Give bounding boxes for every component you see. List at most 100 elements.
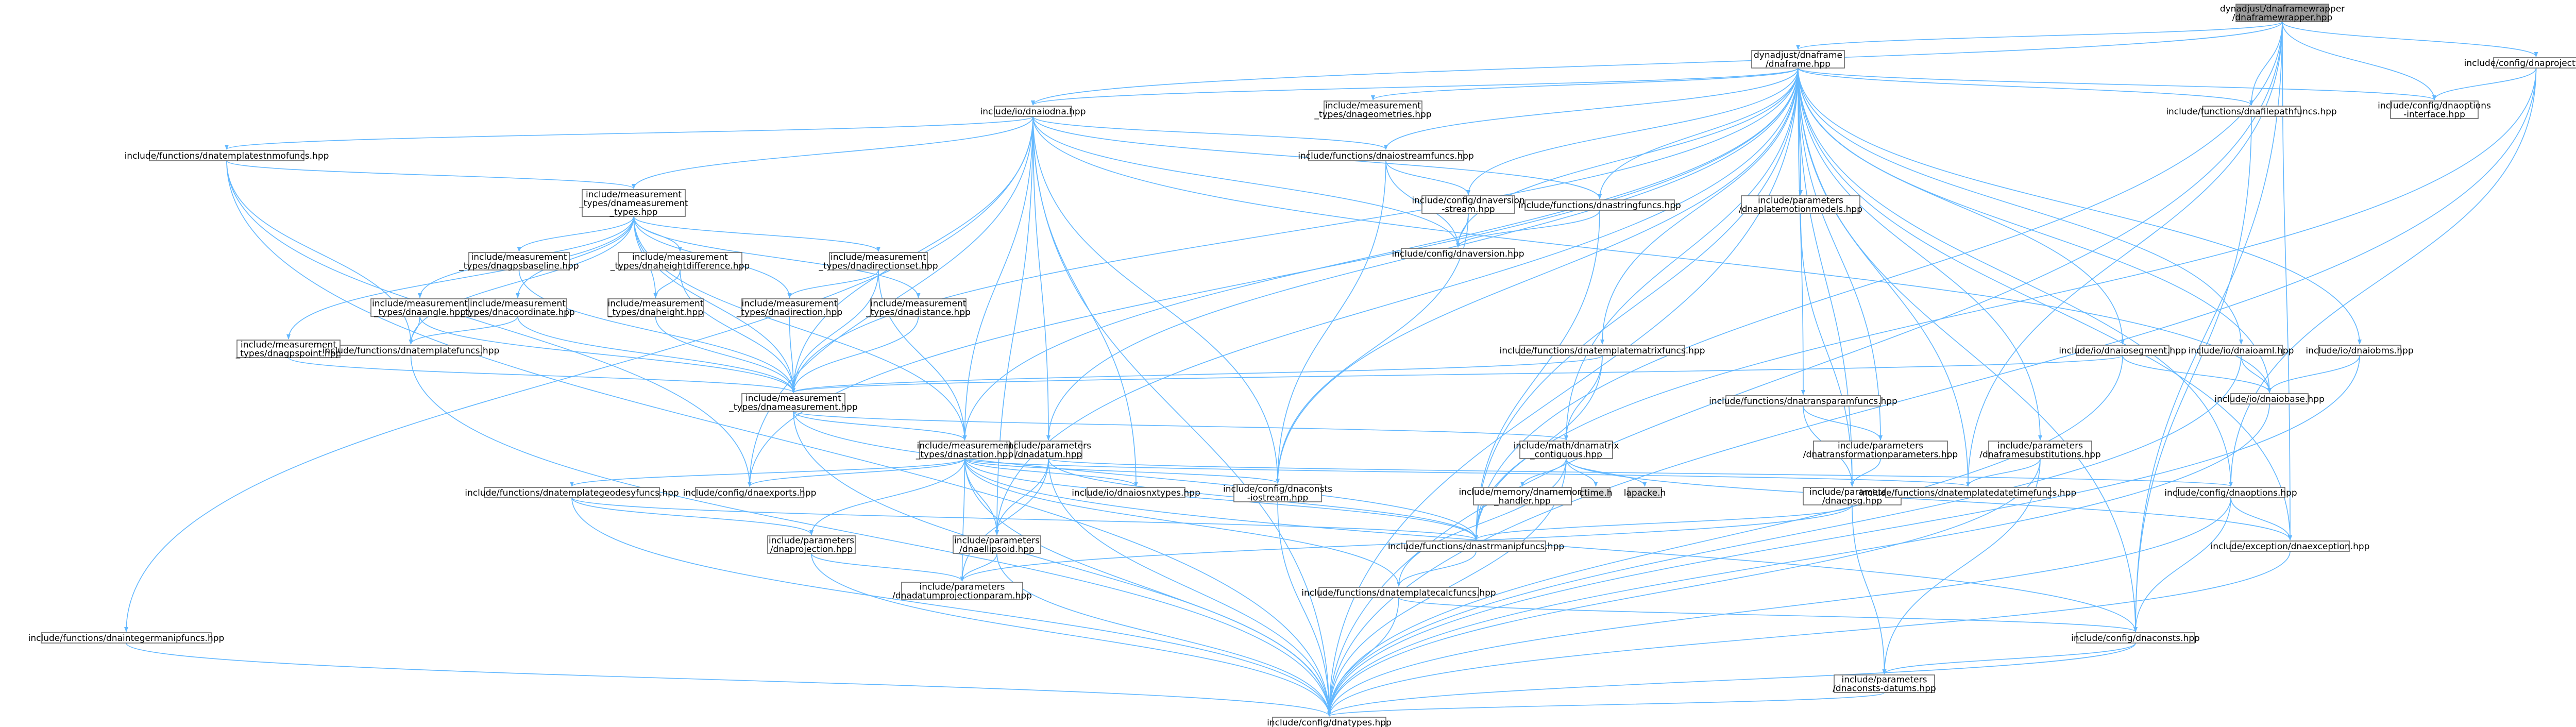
node-cfgtypes[interactable]: include/config/dnatypes.hpp [1267,717,1392,727]
node-box-measurement_types [582,189,686,217]
edge-dnaframe-to-iodnaiodna [1031,67,1799,106]
node-cfgprojfile[interactable]: include/config/dnaprojectfile.hpp [2464,57,2576,69]
node-label-transparamfuncs-line0: include/functions/dnatransparamfuncs.hpp [1709,396,1897,407]
node-cfgoptions[interactable]: include/config/dnaoptions.hpp [2164,487,2297,498]
node-iodnaiobms[interactable]: include/io/dnaiobms.hpp [2306,345,2414,356]
node-matrix[interactable]: include/math/dnamatrix_contiguous.hpp [1514,441,1619,460]
node-label-templatefuncs-line0: include/functions/dnatemplatefuncs.hpp [323,346,500,356]
node-cfgconsts[interactable]: include/config/dnaconsts.hpp [2071,632,2200,644]
node-datumprojparam[interactable]: include/parameters/dnadatumprojectionpar… [892,582,1032,601]
node-box-stringfuncs [1524,199,1675,211]
node-box-iodnaiodna [994,106,1072,117]
edge-stringfuncs-to-strmanip [1474,210,1600,540]
node-iodnaiogeoid[interactable]: include/io/dnaioaml.hpp [2189,345,2294,356]
node-coordinate[interactable]: include/measurement_types/dnacoordinate.… [460,298,575,318]
node-direction[interactable]: include/measurement_types/dnadirection.h… [736,298,842,318]
node-label-ioadnatypes-line0: include/io/dnaiosnxtypes.hpp [1072,488,1200,498]
edge-dnaframe-to-stringfuncs [1598,67,1799,199]
node-label-cfgprojfile-line0: include/config/dnaprojectfile.hpp [2464,58,2576,69]
node-templmatrixfuncs[interactable]: include/functions/dnatemplatestnmofuncs.… [125,150,329,161]
node-heightdiff[interactable]: include/measurement_types/dnaheightdiffe… [610,252,750,272]
node-measurement_types[interactable]: include/measurement_types/dnameasurement… [579,189,688,217]
node-ioseg[interactable]: include/io/dnaiosegment.hpp [2059,345,2187,356]
node-constsdatums[interactable]: include/parameters/dnaconsts-datums.hpp [1833,674,1936,694]
node-datum[interactable]: include/parameters/dnadatum.hpp [1006,441,1091,460]
node-memhandler[interactable]: include/memory/dnamemory_handler.hpp [1459,487,1586,506]
edge-cfgoptions-to-exception [2230,497,2292,540]
node-label-root-line1: /dnaframewrapper.hpp [2232,13,2333,23]
node-templcalcfuncs[interactable]: include/functions/dnatemplatecalcfuncs.h… [1301,587,1496,598]
edge-ellipsoid-to-cfgtypes [996,553,1331,717]
edge-station-to-ioadnatypes [964,458,1138,487]
node-filepath[interactable]: include/functions/dnafilepathfuncs.hpp [2166,106,2337,117]
edge-measurement-to-strmanip [793,411,1478,540]
edge-epsg-to-strmanip [1474,504,1853,540]
node-station[interactable]: include/measurement_types/dnastation.hpp [916,441,1013,460]
node-box-iostreamfuncs [1308,150,1464,161]
edge-dnaframe-to-transformparams [1798,67,1883,441]
edge-strmanip-to-templcalcfuncs [1397,551,1477,587]
node-label-iodnaiodna-line0: include/io/dnaiodna.hpp [980,107,1086,117]
node-stringfuncs[interactable]: include/functions/dnastringfuncs.hpp [1518,199,1681,211]
node-cfgconstsiostream[interactable]: include/config/dnaconsts-iostream.hpp [1223,484,1332,503]
node-angle[interactable]: include/measurement_types/dnaangle.hpp [370,298,469,318]
node-transparamfuncs[interactable]: include/functions/dnatransparamfuncs.hpp [1709,395,1897,407]
node-templmatrixfuncs2[interactable]: include/functions/dnatemplatematrixfuncs… [1500,345,1705,356]
node-directionset[interactable]: include/measurement_types/dnadirectionse… [818,252,938,272]
edge-measurement-to-station [793,411,967,441]
edge-iodnaiodna-to-cfgconstsiostream [1032,116,1280,484]
edge-station-to-templgeodesyfuncs [570,458,965,487]
node-label-transformparams-line1: /dnatransformationparameters.hpp [1803,450,1958,460]
node-epsg[interactable]: include/parameters/dnaepsg.hpp [1803,487,1902,506]
node-transformparams[interactable]: include/parameters/dnatransformationpara… [1803,441,1958,460]
edge-templgeodesyfuncs-to-cfgtypes [571,497,1331,717]
node-label-cfgconstsiostream-line0: include/config/dnaconsts [1223,484,1332,495]
node-gpspoint[interactable]: include/measurement_types/dnagpspoint.hp… [235,340,342,359]
node-cfgexports[interactable]: include/config/dnaexports.hpp [683,487,817,498]
edge-dnaframe-to-iostreamfuncs [1384,67,1799,150]
node-box-platemotion [1741,195,1860,214]
edge-station-to-projection [809,458,965,535]
node-box-templmatrixfuncs [149,150,304,161]
node-label-heightdiff-line1: _types/dnaheightdifference.hpp [610,261,750,272]
node-strmanip[interactable]: include/functions/dnastrmanipfuncs.hpp [1388,540,1564,552]
node-box-templcalcfuncs [1318,587,1479,598]
node-templgeodesyfuncs[interactable]: include/functions/dnatemplategeodesyfunc… [465,487,679,498]
node-measurement[interactable]: include/measurement_types/dnameasurement… [728,393,858,413]
node-exception[interactable]: include/exception/dnaexception.hpp [2211,540,2370,552]
node-integermanip[interactable]: include/functions/dnaintegermanipfuncs.h… [28,632,225,644]
edge-dnaframe-to-optsiface [1798,67,2436,100]
node-ioadnatypes[interactable]: include/io/dnaiosnxtypes.hpp [1072,487,1200,498]
node-iodnaiodna[interactable]: include/io/dnaiodna.hpp [980,106,1086,117]
node-label-direction-line1: _types/dnadirection.hpp [736,308,842,318]
node-iostreamfuncs[interactable]: include/functions/dnaiostreamfuncs.hpp [1298,150,1474,161]
edge-dnaframe-to-iodnaiobms [1798,67,2362,345]
node-root[interactable]: dynadjust/dnaframewrapper/dnaframewrappe… [2220,4,2345,23]
node-optsiface[interactable]: include/config/dnaoptions-interface.hpp [2378,100,2491,120]
node-box-dnaframe [1751,50,1845,69]
node-cfgversionstream[interactable]: include/config/dnaversion-stream.hpp [1412,195,1525,215]
node-gpsbaseline[interactable]: include/measurement_types/dnagpsbaseline… [459,252,579,272]
node-lapackeh[interactable]: lapacke.h [1624,487,1666,498]
node-label-station-line0: include/measurement [917,441,1013,451]
node-framesubs[interactable]: include/parameters/dnaframesubstitutions… [1979,441,2101,460]
edge-projection-to-datumprojparam [811,553,964,582]
node-label-epsg-line1: /dnaepsg.hpp [1822,496,1882,506]
node-distance[interactable]: include/measurement_types/dnadistance.hp… [866,298,971,318]
node-height[interactable]: include/measurement_types/dnaheight.hpp [607,298,704,318]
node-label-direction-line0: include/measurement [742,299,838,309]
node-ellipsoid[interactable]: include/parameters/dnaellipsoid.hpp [953,535,1041,555]
node-ctimeh[interactable]: ctime.h [1580,487,1613,498]
node-platemotion[interactable]: include/parameters/dnaplatemotionmodels.… [1739,195,1862,215]
edge-iobase-to-cfgtypes [1327,403,2270,717]
edge-dnaframe-to-framesubs [1798,67,2042,441]
node-cfgversion[interactable]: include/config/dnaversion.hpp [1392,248,1524,259]
node-dnaframe[interactable]: dynadjust/dnaframe/dnaframe.hpp [1751,50,1845,70]
node-iobase[interactable]: include/io/dnaiobase.hpp [2214,393,2325,404]
node-templatefuncs[interactable]: include/functions/dnatemplatefuncs.hpp [323,345,500,356]
edge-dnaframe-to-strmanip [1474,67,1799,540]
node-datetimefuncs[interactable]: include/functions/dnatemplatedatetimefun… [1860,487,2076,498]
node-meastypesgeom[interactable]: include/measurement_types/dnageometries.… [1314,100,1432,120]
node-projection[interactable]: include/parameters/dnaprojection.hpp [767,535,856,555]
